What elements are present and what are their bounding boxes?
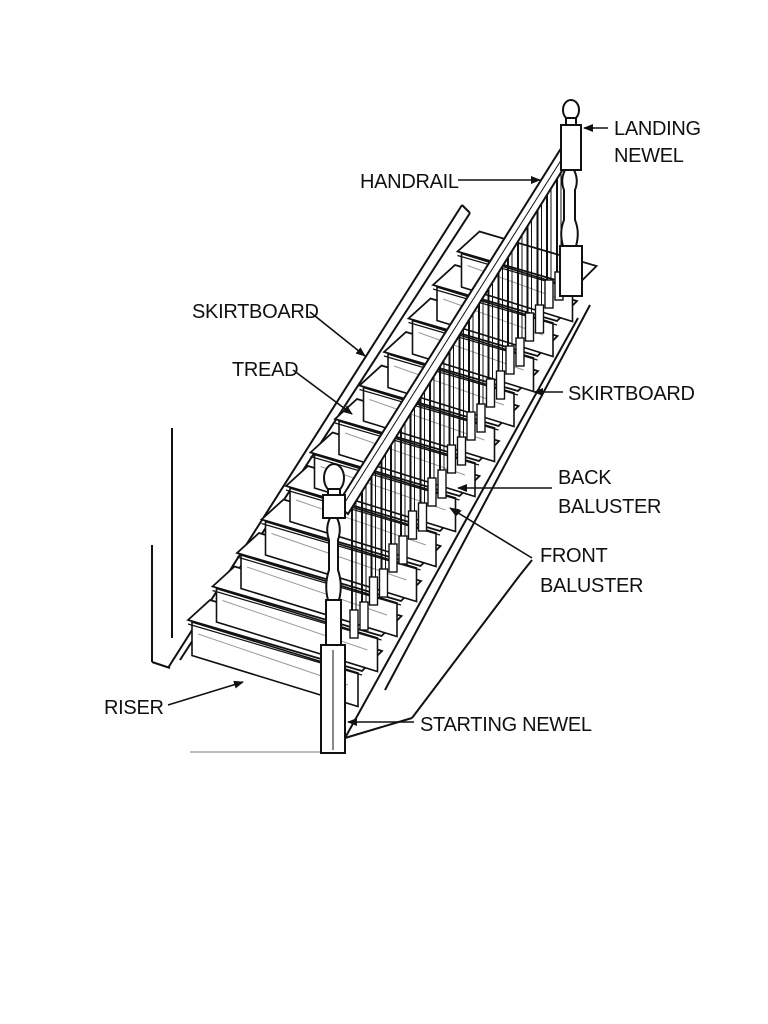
tread-nosing <box>383 355 519 396</box>
label-handrail: HANDRAIL <box>360 171 459 193</box>
labels: LANDING NEWEL HANDRAIL SKIRTBOARD TREAD … <box>104 118 701 736</box>
baluster-base <box>417 502 428 532</box>
baluster-base <box>524 312 535 342</box>
label-skirtboard-left: SKIRTBOARD <box>192 301 319 323</box>
label-back-baluster-line2: BALUSTER <box>558 496 661 518</box>
riser-shade <box>369 399 485 441</box>
label-skirtboard-right: SKIRTBOARD <box>568 383 695 405</box>
baluster-base <box>515 337 525 367</box>
starting-newel <box>320 463 346 754</box>
label-riser: RISER <box>104 697 164 719</box>
label-front-baluster-line1: FRONT <box>540 545 607 567</box>
baluster <box>505 238 515 375</box>
baluster-base <box>534 304 545 334</box>
baluster-base <box>544 279 554 309</box>
label-landing-newel-line1: LANDING <box>614 118 701 140</box>
label-tread: TREAD <box>232 359 298 381</box>
label-landing-newel-line2: NEWEL <box>614 145 684 167</box>
label-front-baluster-line2: BALUSTER <box>540 575 643 597</box>
riser-shade <box>222 600 368 651</box>
label-back-baluster-line1: BACK <box>558 467 612 489</box>
baluster-base <box>427 477 437 507</box>
baluster-base <box>446 444 457 474</box>
baluster-base <box>378 568 389 598</box>
leader-lines <box>167 124 608 726</box>
baluster-base <box>349 609 359 639</box>
riser-face <box>191 620 359 708</box>
baluster-base <box>505 345 515 375</box>
baluster-base <box>368 576 379 606</box>
baluster-base <box>359 601 369 631</box>
baluster-base <box>398 535 408 565</box>
baluster-base <box>476 403 486 433</box>
baluster-base <box>456 436 467 466</box>
baluster-base <box>485 378 496 408</box>
label-starting-newel: STARTING NEWEL <box>420 714 592 736</box>
baluster-base <box>388 543 398 573</box>
landing-newel <box>559 99 583 297</box>
baluster-base <box>437 469 447 499</box>
baluster-base <box>495 370 506 400</box>
baluster-base <box>466 411 476 441</box>
baluster-base <box>407 510 418 540</box>
